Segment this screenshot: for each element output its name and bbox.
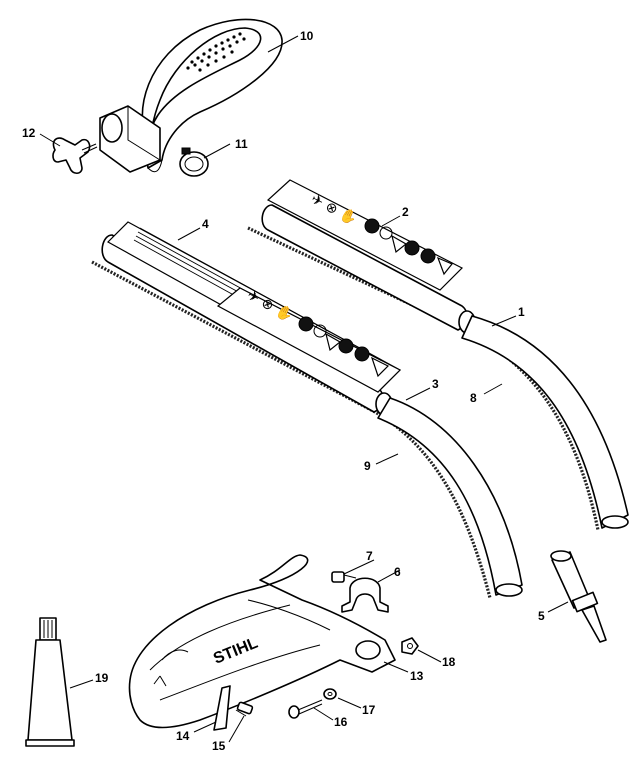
line-cutter-blade <box>213 685 231 731</box>
warning-decal-right: ✈ ⊗ ✋ <box>266 179 464 291</box>
label-9: 9 <box>364 459 371 473</box>
deflector-guard: STIHL <box>128 554 396 729</box>
blade-screw <box>235 701 254 717</box>
label-18: 18 <box>442 655 456 669</box>
label-15: 15 <box>212 739 226 753</box>
label-2: 2 <box>402 205 409 219</box>
drive-tube-right <box>247 204 629 531</box>
label-5: 5 <box>538 609 545 623</box>
screw <box>331 571 357 583</box>
nut <box>401 637 419 655</box>
label-10: 10 <box>300 29 314 43</box>
label-8: 8 <box>470 391 477 405</box>
hex-screw <box>288 699 323 719</box>
washer <box>323 688 337 700</box>
label-19: 19 <box>95 671 109 685</box>
label-6: 6 <box>394 565 401 579</box>
clip <box>179 147 209 177</box>
label-17: 17 <box>362 703 376 717</box>
label-7: 7 <box>366 549 373 563</box>
label-16: 16 <box>334 715 348 729</box>
warning-decal-left: ✈ ⊗ ✋ <box>107 221 402 393</box>
label-12: 12 <box>22 126 36 140</box>
leader-lines <box>39 35 569 743</box>
handle-clamp <box>99 105 161 173</box>
label-14: 14 <box>176 729 190 743</box>
label-11: 11 <box>235 137 248 151</box>
part-labels: 10 12 11 2 4 1 8 3 9 7 6 5 19 18 13 17 1… <box>22 29 545 753</box>
label-13: 13 <box>410 669 424 683</box>
loop-handle <box>141 18 283 173</box>
label-1: 1 <box>518 305 525 319</box>
shaft-coupling <box>550 550 607 643</box>
wing-knob <box>52 137 98 175</box>
label-3: 3 <box>432 377 439 391</box>
clamp <box>341 577 389 613</box>
drive-tube-left <box>91 234 523 599</box>
label-4: 4 <box>202 217 209 231</box>
grease-tube <box>25 617 75 747</box>
